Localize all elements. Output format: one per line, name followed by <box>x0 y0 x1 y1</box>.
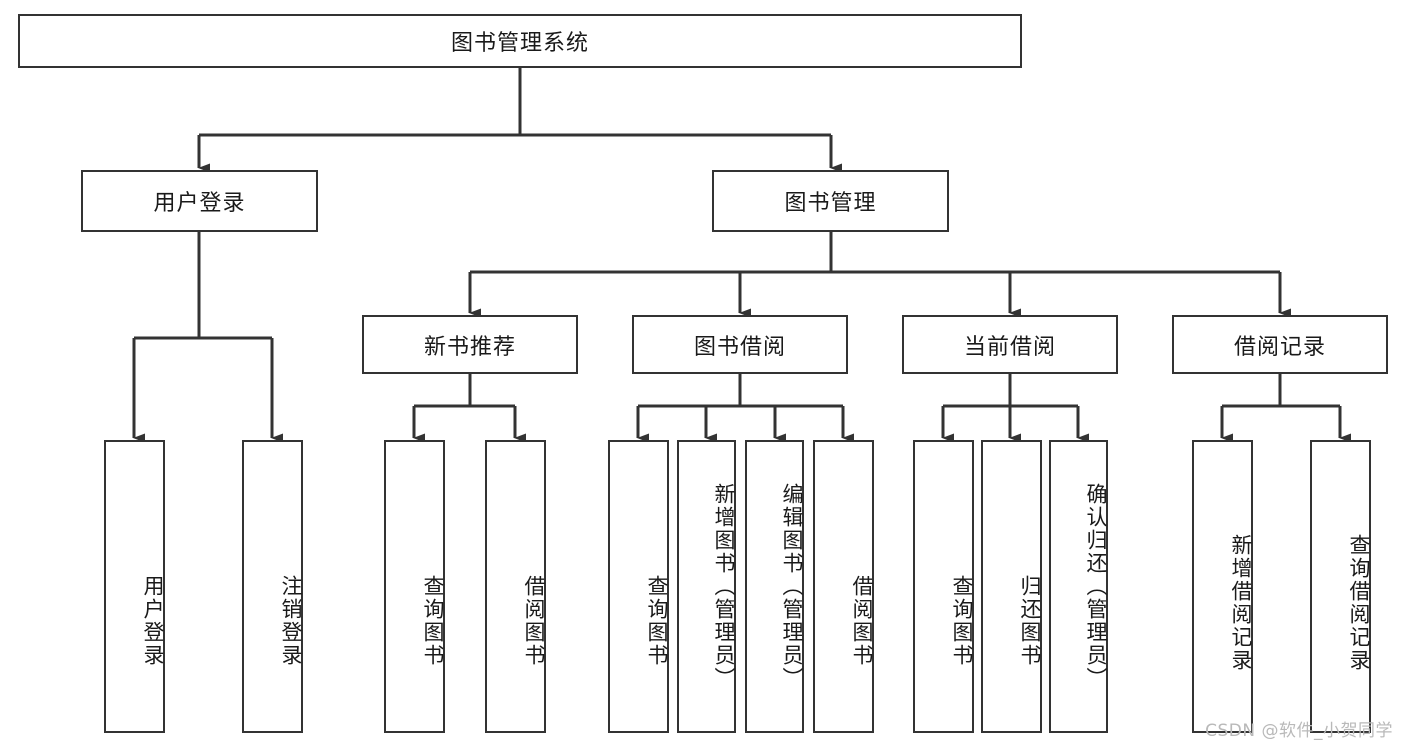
node-label: 借阅图书 <box>850 574 874 667</box>
watermark-text: CSDN @软件_小贺同学 <box>1205 721 1393 741</box>
node-label: 当前借阅 <box>963 334 1056 360</box>
node-label: 用户登录 <box>141 574 165 667</box>
leaf-borrow-book-recommend[interactable]: 借阅图书 <box>485 440 546 733</box>
leaf-query-book-recommend[interactable]: 查询图书 <box>384 440 445 733</box>
node-label: 新书推荐 <box>423 334 516 360</box>
node-label: 编辑图书（管理员） <box>780 483 804 690</box>
node-root-system[interactable]: 图书管理系统 <box>18 14 1022 68</box>
node-label: 图书管理系统 <box>450 31 589 56</box>
node-label: 新增图书（管理员） <box>712 483 736 690</box>
node-label: 借阅记录 <box>1233 334 1326 360</box>
node-current-borrow[interactable]: 当前借阅 <box>902 315 1118 374</box>
node-label: 用户登录 <box>153 191 246 216</box>
node-user-login[interactable]: 用户登录 <box>81 170 318 232</box>
leaf-user-login[interactable]: 用户登录 <box>104 440 165 733</box>
node-label: 新增借阅记录 <box>1229 533 1253 672</box>
node-label: 注销登录 <box>279 574 303 667</box>
leaf-logout-login[interactable]: 注销登录 <box>242 440 303 733</box>
node-label: 归还图书 <box>1018 574 1042 667</box>
node-label: 查询图书 <box>645 574 669 667</box>
node-label: 查询借阅记录 <box>1347 533 1371 672</box>
node-label: 查询图书 <box>950 574 974 667</box>
leaf-return-book[interactable]: 归还图书 <box>981 440 1042 733</box>
leaf-borrow-book[interactable]: 借阅图书 <box>813 440 874 733</box>
node-label: 借阅图书 <box>522 574 546 667</box>
leaf-query-borrow-record[interactable]: 查询借阅记录 <box>1310 440 1371 733</box>
node-book-borrow[interactable]: 图书借阅 <box>632 315 848 374</box>
node-new-book-recommend[interactable]: 新书推荐 <box>362 315 578 374</box>
node-label: 确认归还（管理员） <box>1084 483 1108 690</box>
node-book-manage[interactable]: 图书管理 <box>712 170 949 232</box>
leaf-query-book-borrow[interactable]: 查询图书 <box>608 440 669 733</box>
leaf-add-book[interactable]: 新增图书（管理员） <box>677 440 736 733</box>
leaf-add-borrow-record[interactable]: 新增借阅记录 <box>1192 440 1253 733</box>
leaf-query-book-current[interactable]: 查询图书 <box>913 440 974 733</box>
node-label: 图书借阅 <box>693 334 786 360</box>
node-label: 查询图书 <box>421 574 445 667</box>
node-borrow-record[interactable]: 借阅记录 <box>1172 315 1388 374</box>
leaf-edit-book[interactable]: 编辑图书（管理员） <box>745 440 804 733</box>
node-label: 图书管理 <box>784 191 877 216</box>
leaf-confirm-return[interactable]: 确认归还（管理员） <box>1049 440 1108 733</box>
